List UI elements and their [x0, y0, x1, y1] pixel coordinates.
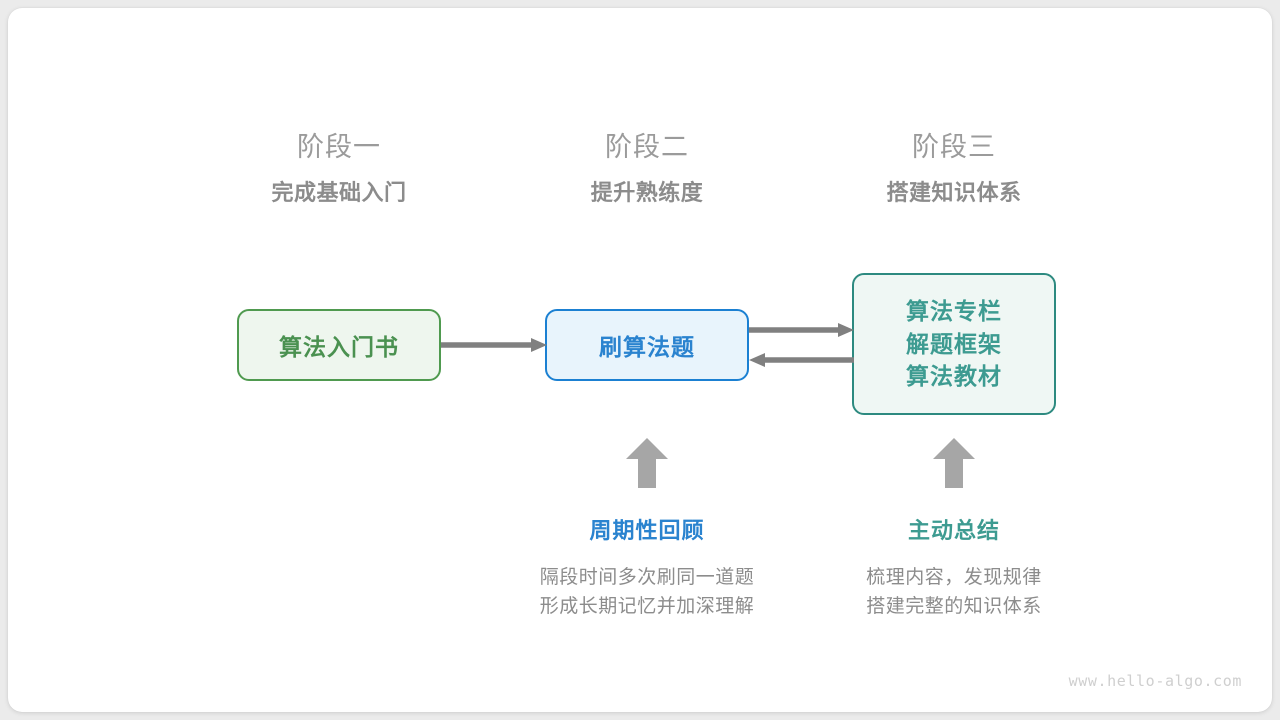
- diagram-canvas: 阶段一 完成基础入门 阶段二 提升熟练度 阶段三 搭建知识体系 算法入门书 刷算…: [8, 8, 1272, 712]
- annotation-review-line-2: 形成长期记忆并加深理解: [539, 595, 755, 617]
- node-practice-label: 刷算法题: [599, 334, 695, 360]
- node-book-label: 算法入门书: [279, 334, 399, 360]
- annotation-periodic-review: 周期性回顾 隔段时间多次刷同一道题 形成长期记忆并加深理解: [497, 520, 797, 621]
- stage-1-name: 阶段一: [297, 132, 381, 162]
- annotation-active-summary: 主动总结 梳理内容，发现规律 搭建完整的知识体系: [804, 520, 1104, 621]
- annotation-summary-line-1: 梳理内容，发现规律: [866, 567, 1042, 588]
- arrow-right-icon: [441, 337, 547, 353]
- node-algorithm-intro-book: 算法入门书: [237, 309, 441, 381]
- arrow-right-icon: [749, 322, 854, 338]
- node-resources-line-3: 算法教材: [906, 363, 1002, 390]
- arrow-left-icon: [749, 352, 854, 368]
- node-practice-problems: 刷算法题: [545, 309, 749, 381]
- annotation-summary-line-2: 搭建完整的知识体系: [866, 595, 1042, 617]
- stage-1-subtitle: 完成基础入门: [271, 180, 407, 205]
- stage-3-subtitle: 搭建知识体系: [886, 180, 1022, 205]
- annotation-review-description: 隔段时间多次刷同一道题 形成长期记忆并加深理解: [497, 564, 797, 621]
- annotation-review-title: 周期性回顾: [589, 518, 705, 543]
- stage-header-2: 阶段二 提升熟练度: [517, 134, 777, 204]
- watermark-url: www.hello-algo.com: [1068, 672, 1242, 690]
- node-learning-resources: 算法专栏 解题框架 算法教材: [852, 273, 1056, 415]
- arrow-up-icon: [626, 438, 668, 488]
- node-resources-line-2: 解题框架: [906, 330, 1002, 357]
- annotation-review-line-1: 隔段时间多次刷同一道题: [539, 567, 755, 588]
- node-resources-line-1: 算法专栏: [906, 298, 1002, 325]
- stage-header-1: 阶段一 完成基础入门: [209, 134, 469, 204]
- stage-header-3: 阶段三 搭建知识体系: [824, 134, 1084, 204]
- arrow-up-icon: [933, 438, 975, 488]
- stage-2-subtitle: 提升熟练度: [590, 180, 704, 205]
- annotation-summary-description: 梳理内容，发现规律 搭建完整的知识体系: [804, 564, 1104, 621]
- annotation-summary-title: 主动总结: [907, 518, 1000, 543]
- stage-2-name: 阶段二: [605, 132, 689, 162]
- stage-3-name: 阶段三: [912, 132, 996, 162]
